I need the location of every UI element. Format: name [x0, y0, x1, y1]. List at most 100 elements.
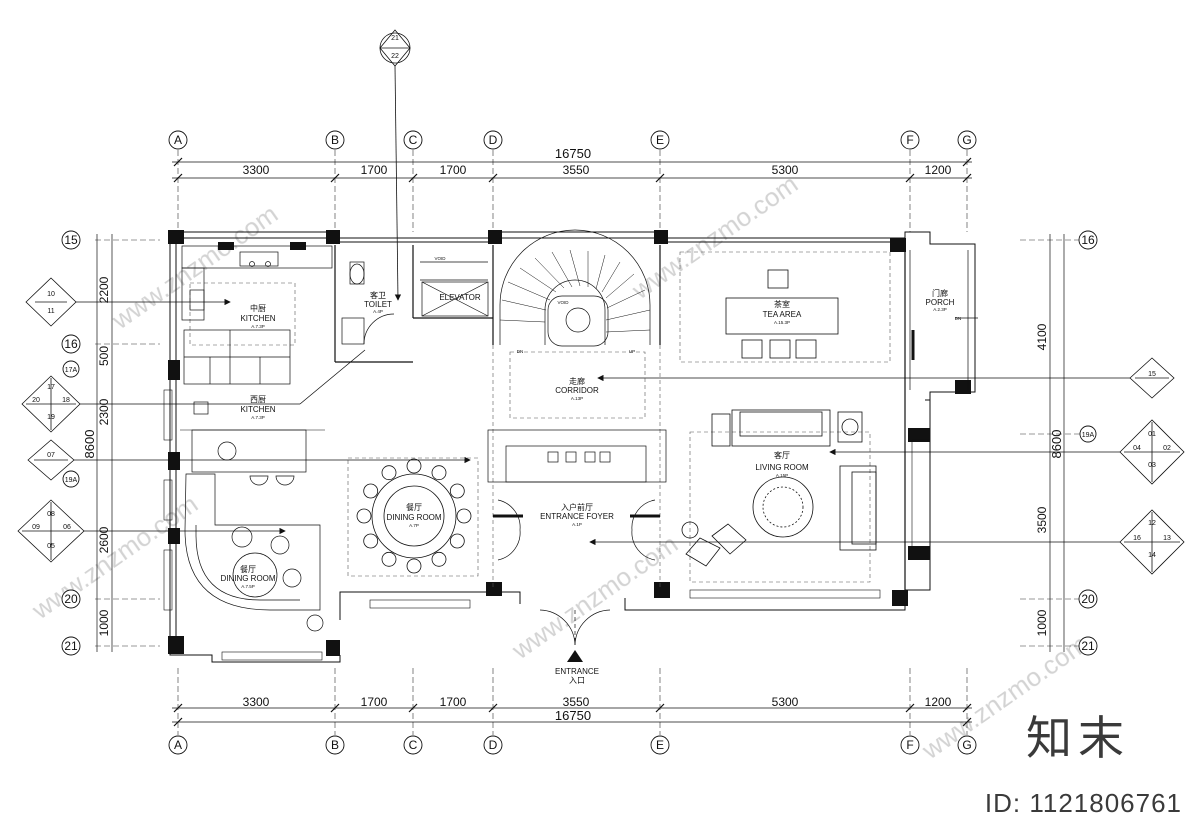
entrance-label-cn: 入口 — [569, 676, 585, 685]
axis-label: 17A — [65, 367, 78, 374]
row-labels-left: 15 16 17A 19A 20 21 — [64, 233, 78, 653]
dimension: 1700 — [440, 695, 467, 709]
tea-area — [725, 269, 839, 359]
axis-label: 15 — [64, 233, 78, 247]
axis-label: B — [331, 133, 339, 147]
room-labels: 中厨 KITCHEN A.7.3P 西厨 KITCHEN A.7.3P 客卫 T… — [220, 256, 961, 685]
kitchen-island — [184, 429, 321, 611]
dimension: 3550 — [563, 163, 590, 177]
axis-label: C — [409, 133, 418, 147]
dimension: 3300 — [243, 695, 270, 709]
marker-label: 17 — [47, 384, 55, 391]
room-label-en: PORCH — [926, 298, 955, 307]
axis-label: A — [174, 738, 182, 752]
room-label-sub: A.13P — [571, 396, 583, 401]
row-labels-right: 16 19A 20 21 — [1081, 233, 1095, 653]
room-label-cn: 客卫 — [370, 290, 386, 300]
axis-label: 20 — [1081, 592, 1095, 606]
column-labels-bottom: A B C D E F G — [174, 738, 972, 752]
dining-chair — [449, 533, 465, 549]
marker-label: 05 — [47, 543, 55, 550]
dimension: 3500 — [1035, 506, 1049, 533]
dining-chair — [456, 508, 472, 524]
room-label-en: VOID — [434, 256, 446, 261]
dimension: 3300 — [243, 163, 270, 177]
marker-label: 11 — [47, 308, 54, 315]
marker-label: 08 — [47, 511, 55, 518]
dining-chair — [381, 551, 397, 567]
porch — [909, 250, 978, 390]
dimension-total: 16750 — [555, 146, 591, 161]
axis-label: G — [962, 738, 971, 752]
room-label-en: VOID — [557, 300, 569, 305]
dining-chair — [356, 508, 372, 524]
marker-label: 02 — [1163, 445, 1171, 452]
room-label-en: DINING ROOM — [220, 574, 275, 583]
marker-label: 01 — [1148, 431, 1156, 438]
dimension: 1000 — [97, 609, 111, 636]
dining-chair — [381, 465, 397, 481]
document-id: ID: 1121806761 — [984, 788, 1182, 818]
column-bubbles-top — [168, 130, 977, 150]
bottom-dimensions — [172, 703, 972, 727]
dimension: 2200 — [97, 276, 111, 303]
axis-label: 20 — [64, 592, 78, 606]
dimension: 500 — [97, 346, 111, 366]
room-label-cn: 门廊 — [932, 288, 948, 298]
marker-label: 21 — [391, 35, 399, 42]
room-label-sub: A.4P — [373, 309, 383, 314]
axis-label: 21 — [1081, 639, 1095, 653]
right-dimension-text: 4100 3500 1000 8600 — [1035, 323, 1064, 636]
room-label-cn: 西厨 — [250, 395, 266, 404]
axis-label: 19A — [1082, 432, 1095, 439]
leader-lines — [74, 65, 1130, 546]
dining-chair — [363, 533, 379, 549]
axis-label: C — [409, 738, 418, 752]
marker-label: 15 — [1148, 371, 1156, 378]
room-label-sub: A.15P — [776, 473, 788, 478]
elevation-markers — [17, 29, 1185, 575]
dining-chair — [406, 458, 422, 474]
marker-label: 10 — [47, 291, 55, 298]
room-label-en: CORRIDOR — [555, 386, 599, 395]
room-label-sub: A.15.3P — [774, 320, 790, 325]
windows — [163, 389, 931, 661]
brand-logo: 知末 — [1026, 711, 1130, 765]
foyer — [487, 429, 667, 646]
column-labels-top: A B C D E F G — [174, 133, 972, 147]
entrance-label-en: ENTRANCE — [555, 667, 599, 676]
bottom-dimension-text: 3300 1700 1700 3550 5300 1200 16750 — [243, 695, 952, 723]
living-room — [681, 409, 877, 567]
dining-chair — [431, 465, 447, 481]
room-label-cn: 走廊 — [569, 376, 585, 386]
porch-dn: DN — [955, 316, 962, 321]
axis-label: D — [489, 738, 498, 752]
room-label-sub: A.7.3P — [251, 415, 265, 420]
kitchen — [181, 245, 333, 415]
stair-up: UP — [629, 349, 635, 354]
dimension: 1700 — [361, 695, 388, 709]
marker-label: 20 — [32, 397, 40, 404]
room-label-sub: A.1P — [572, 522, 582, 527]
elevation-marker-text: 21 22 10 11 17 18 19 20 07 08 09 06 05 1… — [32, 35, 1171, 559]
dimension: 1700 — [361, 163, 388, 177]
left-dimension-text: 2200 500 2300 2600 1000 8600 — [82, 276, 111, 636]
top-dimension-text: 16750 3300 1700 1700 3550 5300 1200 — [243, 146, 952, 177]
dining-chair — [406, 558, 422, 574]
room-label-en: TEA AREA — [763, 310, 802, 319]
grid-axes — [95, 150, 1080, 735]
marker-label: 14 — [1148, 552, 1156, 559]
ceiling-outlines — [189, 251, 891, 590]
room-label-en: KITCHEN — [240, 405, 275, 414]
dimension: 5300 — [772, 695, 799, 709]
marker-label: 07 — [47, 452, 55, 459]
top-dimensions — [172, 157, 972, 183]
room-label-sub: A.7P — [409, 523, 419, 528]
room-label-en: ELEVATOR — [439, 293, 481, 302]
row-bubbles-left — [61, 230, 81, 656]
dining-table-large — [356, 458, 472, 574]
marker-label: 22 — [391, 53, 399, 60]
dimension: 1000 — [1035, 609, 1049, 636]
room-label-cn: 餐厅 — [240, 565, 256, 574]
